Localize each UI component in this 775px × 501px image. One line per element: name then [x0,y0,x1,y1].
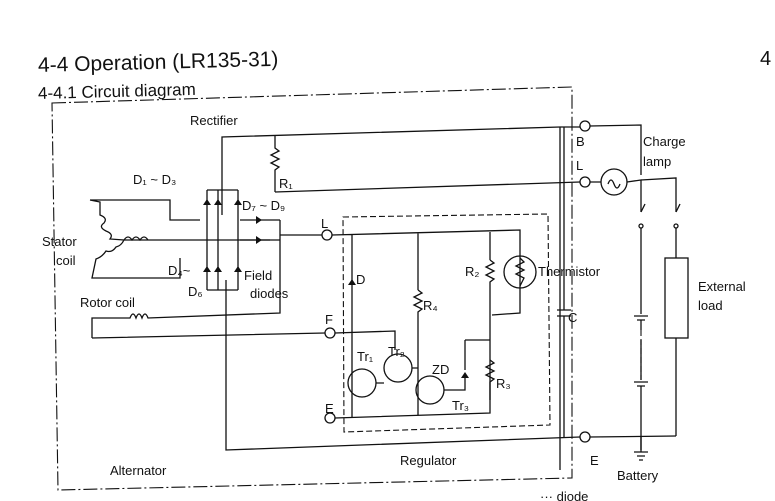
terminal-b [579,120,591,132]
resistor-r2 [484,259,496,290]
alternator-boundary [51,86,573,491]
label-terminal-e-out: E [590,453,599,468]
label-d4: D₄~ [168,263,191,278]
switch-1-contact [638,223,644,229]
label-terminal-e-reg: E [325,401,334,416]
cut-off-caption: ··· diode [540,489,588,501]
resistor-r1 [269,136,281,192]
rotor-coil [91,300,326,339]
label-tr1: Tr₁ [357,349,374,364]
label-regulator: Regulator [400,453,457,468]
b-to-lamp-wire [589,124,642,175]
stator-coil [89,199,270,279]
diode-d [348,279,356,285]
terminal-e-out [579,431,591,443]
regulator-boundary [342,213,551,433]
label-r4: R₄ [423,298,438,313]
label-terminal-b: B [576,134,585,149]
label-d6: D₆ [188,284,203,299]
charge-lamp-symbol [600,168,628,196]
label-c: C [568,310,577,325]
label-field: Field [244,268,272,283]
thermistor-resistor [514,257,526,287]
terminal-l-reg [321,229,333,241]
label-d7-d9: D₇ ~ D₉ [242,198,285,213]
label-r1: R₁ [279,176,293,191]
label-lamp: lamp [643,154,671,169]
label-terminal-f: F [325,312,333,327]
b-bus-wire [221,126,580,215]
label-zd: ZD [432,362,449,377]
external-load-box [664,257,689,339]
e-ground-wire [225,280,677,451]
label-rectifier: Rectifier [190,113,238,128]
switch-1 [640,203,646,213]
label-rotor-coil: Rotor coil [80,295,135,310]
label-thermistor: Thermistor [538,264,601,279]
switch-2 [675,203,681,213]
label-battery: Battery [617,468,659,483]
label-diodes: diodes [250,286,289,301]
regulator-wiring [331,229,521,419]
label-tr3: Tr₃ [452,398,469,413]
label-alternator: Alternator [110,463,167,478]
ground-icon [634,437,648,461]
label-d: D [356,272,365,287]
label-coil: coil [56,253,76,268]
page-corner-mark: 4 [760,48,772,70]
lamp-to-switch-wire [590,177,677,212]
label-charge: Charge [643,134,686,149]
label-r3: R₃ [496,376,511,391]
label-stator: Stator [42,234,77,249]
label-tr2: Tr₂ [388,344,405,359]
label-terminal-l-reg: L [321,216,328,231]
zener-diode-zd [461,372,469,378]
lamp-filament [607,179,621,189]
l-output-wire [274,181,581,193]
label-r2: R₂ [465,264,479,279]
thermistor-symbol [503,255,537,289]
transistor-tr3 [415,375,445,405]
terminal-f [324,327,336,339]
resistor-r3 [484,359,496,410]
label-load: load [698,298,723,313]
capacitor-c [557,127,571,437]
transistor-leads [376,367,466,391]
switch-2-contact [673,223,679,229]
resistor-r4 [412,289,424,320]
label-d1-d3: D₁ ~ D₃ [133,172,176,187]
label-external: External [698,279,746,294]
terminal-l-out [579,176,591,188]
diode-symbols [203,199,262,272]
label-terminal-l-out: L [576,158,583,173]
